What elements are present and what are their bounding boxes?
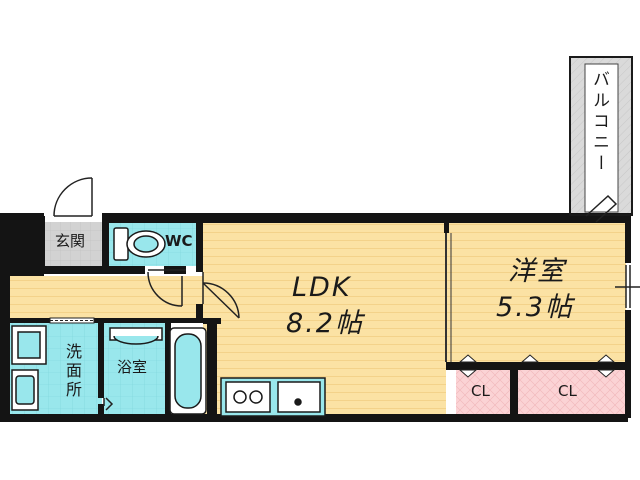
closet-2-label: CL	[558, 382, 577, 400]
walls	[0, 213, 631, 422]
ldk-name: LDK	[292, 272, 352, 303]
kitchen-counter	[220, 377, 326, 417]
door-toilet	[147, 269, 186, 307]
western-room-floor	[446, 222, 626, 362]
washroom-label: 洗面所	[63, 343, 82, 400]
toilet-label: WC	[165, 232, 193, 250]
closet-2-floor	[518, 370, 626, 416]
closet-door-markers	[458, 354, 616, 378]
bathtub	[169, 327, 207, 415]
door-entrance	[53, 177, 93, 217]
western-room-name: 洋室	[508, 256, 566, 287]
western-room-size: 5.3帖	[496, 292, 574, 323]
door-balcony	[585, 194, 618, 223]
bathroom-sink	[109, 327, 163, 345]
closet-1-label: CL	[471, 382, 490, 400]
balcony-outline	[569, 56, 633, 216]
toilet-fixture	[113, 227, 166, 261]
bathroom-label: 浴室	[117, 358, 148, 376]
closet-1-floor	[456, 370, 510, 416]
ldk-size: 8.2帖	[286, 308, 364, 339]
door-ldk	[202, 272, 240, 319]
hallway-floor	[10, 276, 203, 320]
balcony-label: バルコニー	[589, 70, 609, 175]
bathroom-door	[103, 397, 114, 411]
entrance-floor	[44, 222, 102, 268]
window-east	[615, 265, 640, 308]
washroom-fixtures	[11, 325, 47, 411]
washroom-sliding-door	[49, 317, 95, 324]
entrance-label: 玄関	[55, 232, 86, 250]
